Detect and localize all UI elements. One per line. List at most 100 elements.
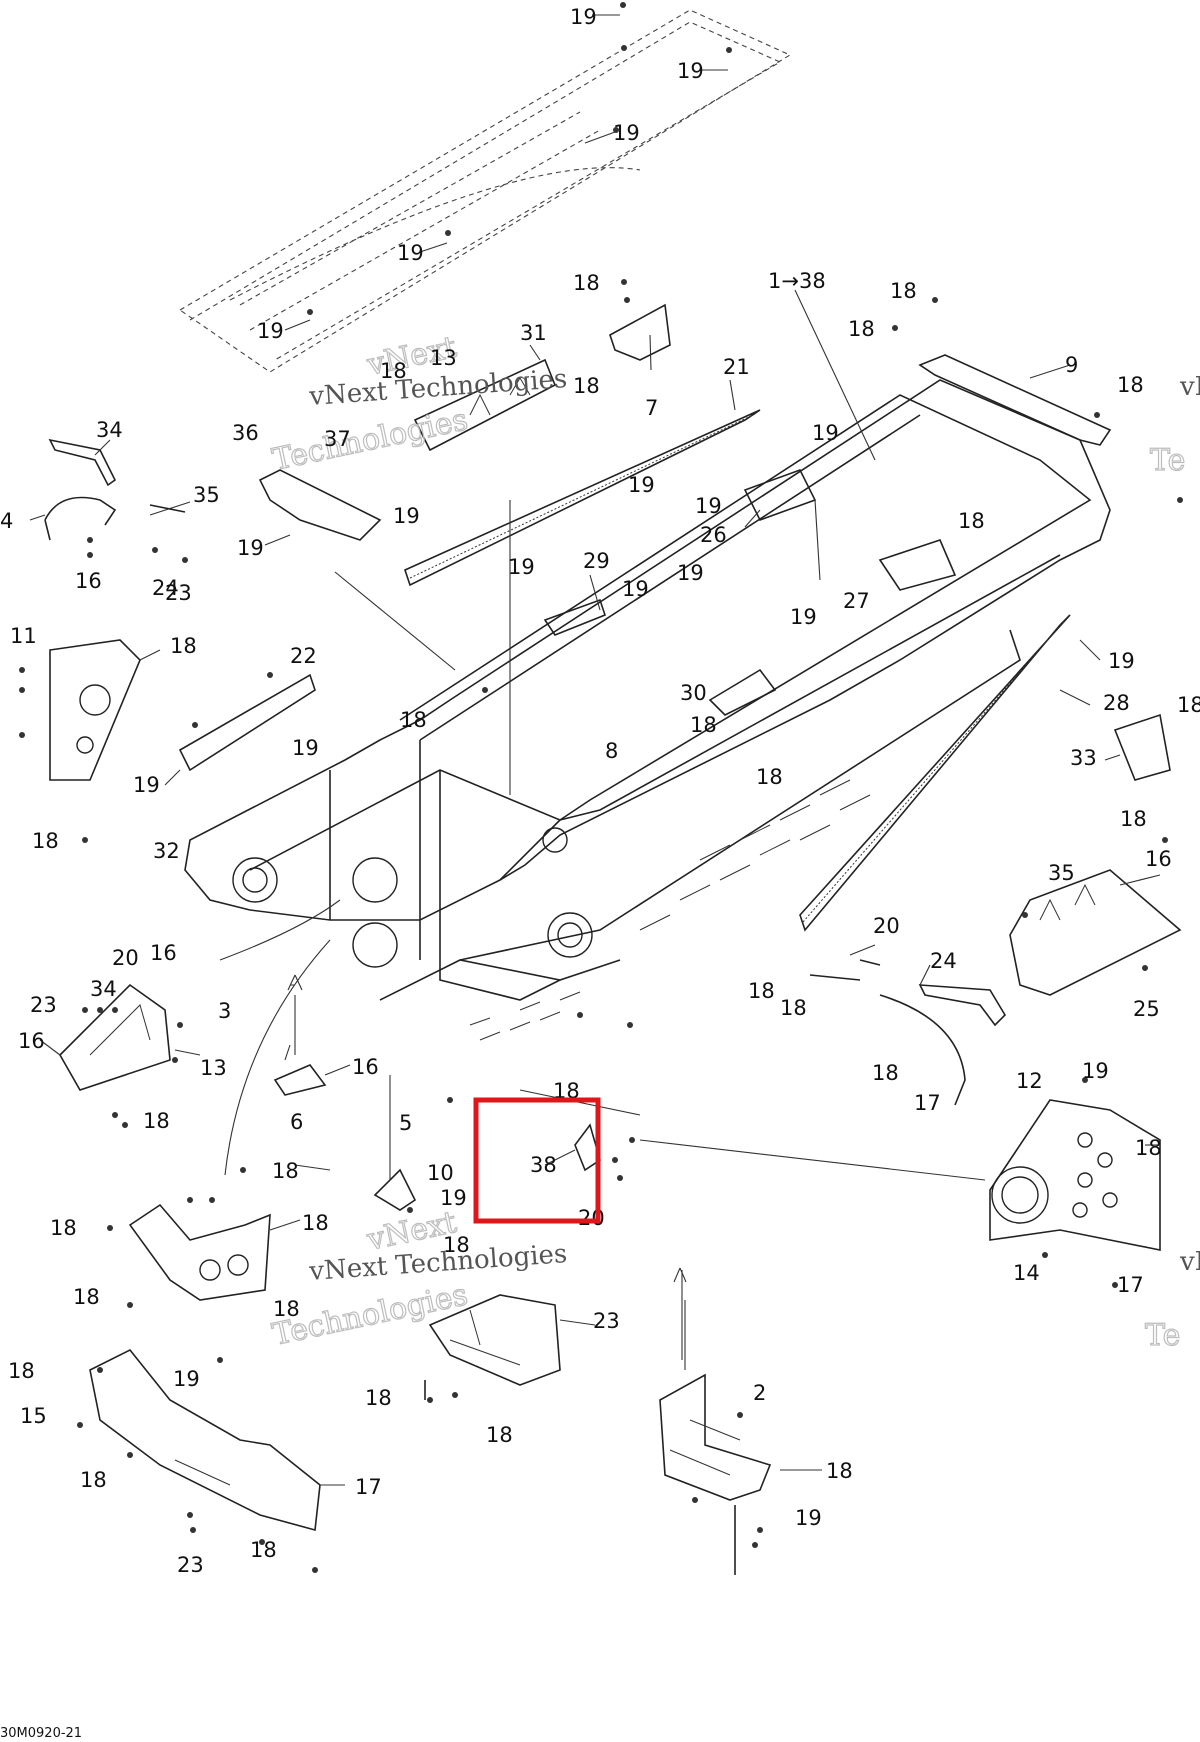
callout-label: 29 (583, 549, 610, 573)
callout-label: 38 (530, 1153, 557, 1177)
callout-label: 24 (930, 949, 957, 973)
callout-label: 23 (30, 993, 57, 1017)
callout-label: 23 (177, 1553, 204, 1577)
bracket-14 (428, 1294, 561, 1386)
handle-34-left (48, 438, 117, 487)
strap-5 (879, 994, 966, 1106)
callout-label: 35 (193, 483, 220, 507)
tunnel-chassis (184, 379, 1111, 1041)
watermark-text: Technologies (269, 402, 470, 478)
callout-label: 18 (8, 1359, 35, 1383)
callout-label: 18 (302, 1211, 329, 1235)
callout-label: 18 (80, 1468, 107, 1492)
callout-label: 17 (1117, 1273, 1144, 1297)
callout-label: 18 (170, 634, 197, 658)
callout-label: 18 (1117, 373, 1144, 397)
callout-label: 19 (393, 504, 420, 528)
callout-label: 17 (355, 1475, 382, 1499)
callout-label: 3 (218, 999, 231, 1023)
callout-label: 20 (578, 1206, 605, 1230)
callout-label: 19 (613, 121, 640, 145)
callout-label: 19 (508, 555, 535, 579)
bracket-38 (373, 1168, 417, 1211)
callout-label: 19 (677, 561, 704, 585)
figure-code: 30M0920-21 (0, 1726, 82, 1741)
bracket-31 (413, 358, 557, 452)
callout-label: 19 (1082, 1059, 1109, 1083)
callout-label: 18 (1135, 1136, 1162, 1160)
callout-label: 23 (165, 581, 192, 605)
bracket-30 (708, 668, 777, 716)
callout-label: 16 (150, 941, 177, 965)
callout-label: 2 (753, 1381, 766, 1405)
bracket-13 (273, 1064, 327, 1096)
bracket-29 (543, 598, 606, 636)
callout-label: 30 (680, 681, 707, 705)
callout-label: 18 (73, 1285, 100, 1309)
fasteners (19, 2, 1183, 1575)
callout-label: 37 (324, 427, 351, 451)
callout-label: 13 (200, 1056, 227, 1080)
callout-label: 13 (430, 346, 457, 370)
callout-label: 31 (520, 321, 547, 345)
handle-34-right (918, 984, 1007, 1027)
callout-label: 19 (257, 319, 284, 343)
callout-label: 16 (75, 569, 102, 593)
callout-label: 22 (290, 644, 317, 668)
leader-lines (29, 14, 1161, 1486)
callouts: 19 19 19 19 19 18 1→38 18 18 31 18 13 18… (0, 5, 1200, 1577)
callout-label: 18 (748, 979, 775, 1003)
callout-label: 18 (443, 1233, 470, 1257)
callout-label: 9 (1065, 353, 1078, 377)
callout-label: 19 (695, 494, 722, 518)
callout-label: 16 (1145, 847, 1172, 871)
callout-label: 21 (723, 355, 750, 379)
callout-label: 33 (1070, 746, 1097, 770)
callout-label: 18 (690, 713, 717, 737)
watermark-text: vNext Technologies (307, 364, 568, 412)
callout-label: 18 (848, 317, 875, 341)
callout-label: 19 (237, 536, 264, 560)
callout-label: 18 (826, 1459, 853, 1483)
callout-label: 4 (0, 509, 13, 533)
plate-9 (918, 354, 1112, 446)
callout-label: 20 (873, 914, 900, 938)
callout-label: 18 (400, 708, 427, 732)
callout-label: 19 (173, 1367, 200, 1391)
callout-label: 19 (292, 736, 319, 760)
callout-label: 18 (486, 1423, 513, 1447)
callout-label: 26 (700, 523, 727, 547)
callout-label: 27 (843, 589, 870, 613)
callout-label: 20 (112, 946, 139, 970)
callout-label: 1→38 (768, 269, 826, 293)
callout-label: 5 (399, 1111, 412, 1135)
callout-label: 16 (18, 1029, 45, 1053)
callout-label: 16 (352, 1055, 379, 1079)
watermark-text: vN (1179, 372, 1200, 402)
watermark-text: Te (1150, 443, 1185, 478)
bracket-7 (609, 303, 671, 361)
callout-label: 18 (958, 509, 985, 533)
bracket-8 (1113, 713, 1171, 781)
callout-label: 18 (143, 1109, 170, 1133)
highlight-box (473, 1097, 601, 1224)
callout-label: 18 (573, 271, 600, 295)
watermark-text: Te (1145, 1318, 1180, 1353)
callout-label: 18 (573, 374, 600, 398)
plate-33 (178, 673, 316, 772)
callout-label: 18 (756, 765, 783, 789)
callout-label: 18 (50, 1216, 77, 1240)
callout-label: 18 (1177, 693, 1200, 717)
bracket-36 (258, 469, 382, 541)
watermark-text: vN (1179, 1247, 1200, 1277)
callout-label: 18 (32, 829, 59, 853)
callout-label: 10 (427, 1161, 454, 1185)
callout-label: 19 (812, 421, 839, 445)
strap-4 (44, 496, 117, 541)
callout-label: 32 (153, 839, 180, 863)
callout-label: 25 (1133, 997, 1160, 1021)
callout-label: 15 (20, 1404, 47, 1428)
bracket-3 (59, 983, 171, 1091)
callout-label: 36 (232, 421, 259, 445)
